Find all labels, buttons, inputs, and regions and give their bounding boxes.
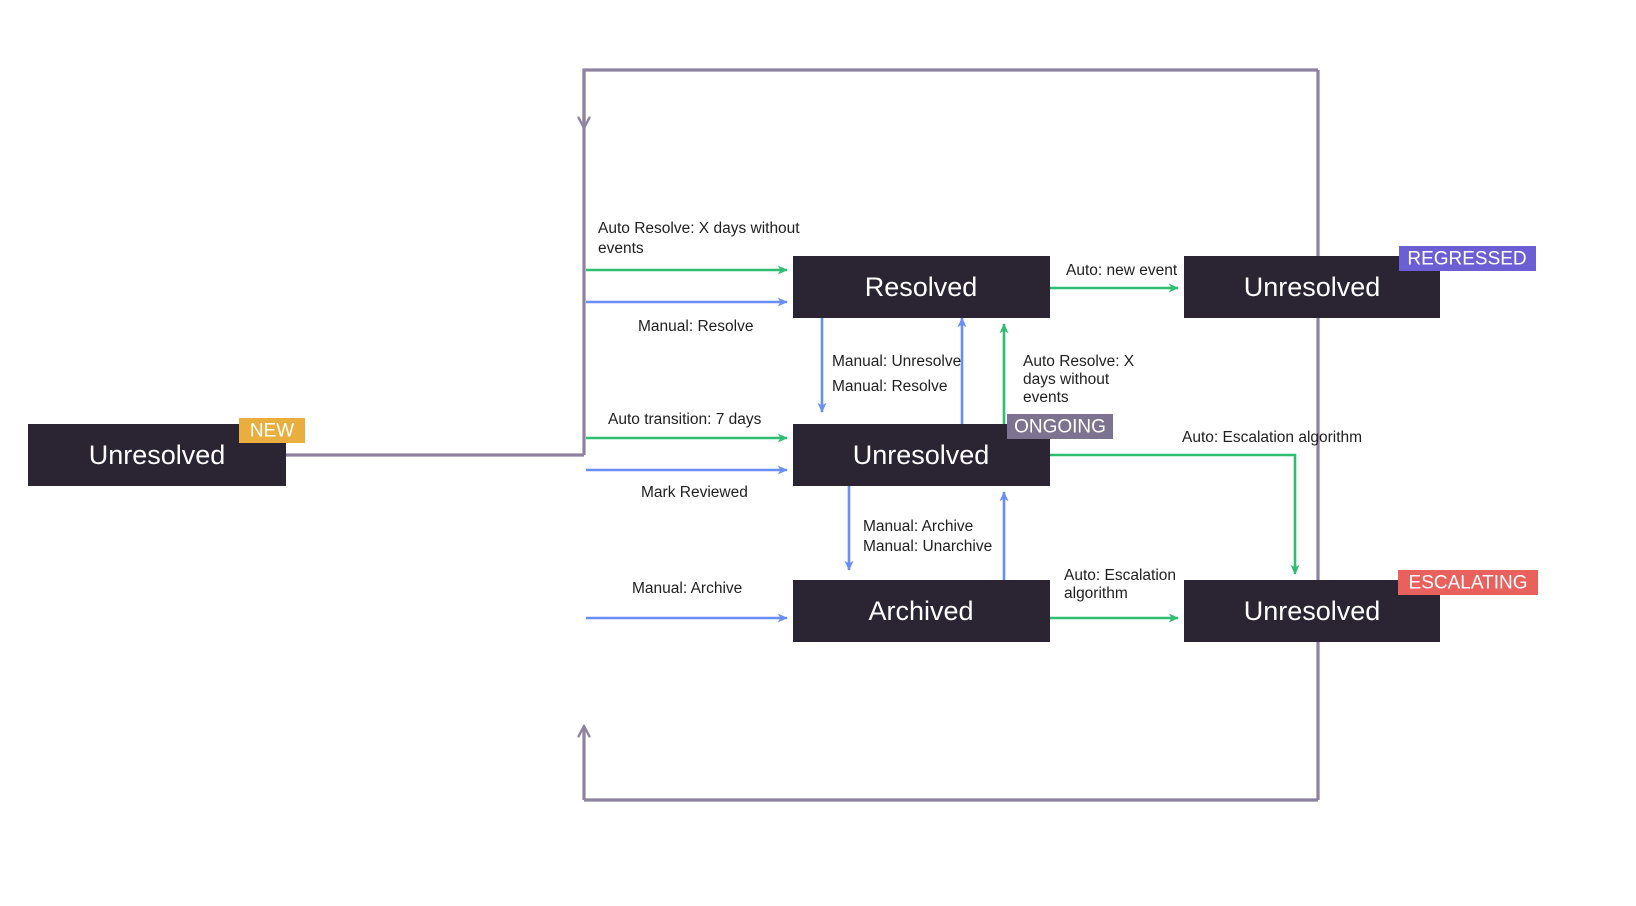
badge-ongoing: ONGOING <box>1007 414 1113 439</box>
badge-escalating-box <box>1398 570 1538 595</box>
badge-ongoing-box <box>1007 414 1113 439</box>
node-archived-box[interactable] <box>793 580 1050 642</box>
badge-ongoing-label: ONGOING <box>1014 417 1106 438</box>
node-ongoing-label: Unresolved <box>853 440 990 470</box>
node-escalating-label: Unresolved <box>1244 596 1381 626</box>
edge-auto-escalation-top-line <box>1050 453 1300 575</box>
badge-regressed-box <box>1399 246 1536 271</box>
edge-group-auto <box>586 265 1300 623</box>
node-regressed-box[interactable] <box>1184 256 1440 318</box>
edge-group-loop <box>286 68 1320 802</box>
node-resolved-label: Resolved <box>865 272 978 302</box>
edge-label-auto-escalation-top: Auto: Escalation algorithm <box>1182 429 1362 446</box>
edge-label-auto-new-event: Auto: new event <box>1066 262 1178 279</box>
badge-new-box <box>239 418 305 443</box>
node-new-label: Unresolved <box>89 440 226 470</box>
badge-new: NEW <box>239 418 305 443</box>
badge-regressed-label: REGRESSED <box>1407 249 1526 270</box>
edge-label-auto-transition-7days: Auto transition: 7 days <box>608 411 762 428</box>
badge-escalating: ESCALATING <box>1398 570 1538 595</box>
node-escalating-box[interactable] <box>1184 580 1440 642</box>
node-resolved[interactable]: Resolved <box>793 256 1050 318</box>
badge-regressed: REGRESSED <box>1399 246 1536 271</box>
node-archived[interactable]: Archived <box>793 580 1050 642</box>
badge-escalating-label: ESCALATING <box>1409 573 1528 594</box>
node-regressed[interactable]: Unresolved <box>1184 256 1440 318</box>
node-escalating[interactable]: Unresolved <box>1184 580 1440 642</box>
node-resolved-box[interactable] <box>793 256 1050 318</box>
node-archived-label: Archived <box>868 596 973 626</box>
edge-label-manual-archive-left: Manual: Archive <box>632 580 742 597</box>
node-regressed-label: Unresolved <box>1244 272 1381 302</box>
edge-label-manual-resolve-top: Manual: Resolve <box>638 318 753 335</box>
badge-new-label: NEW <box>250 421 294 442</box>
edge-group-manual <box>586 297 1009 623</box>
edge-label-mark-reviewed: Mark Reviewed <box>641 484 748 501</box>
